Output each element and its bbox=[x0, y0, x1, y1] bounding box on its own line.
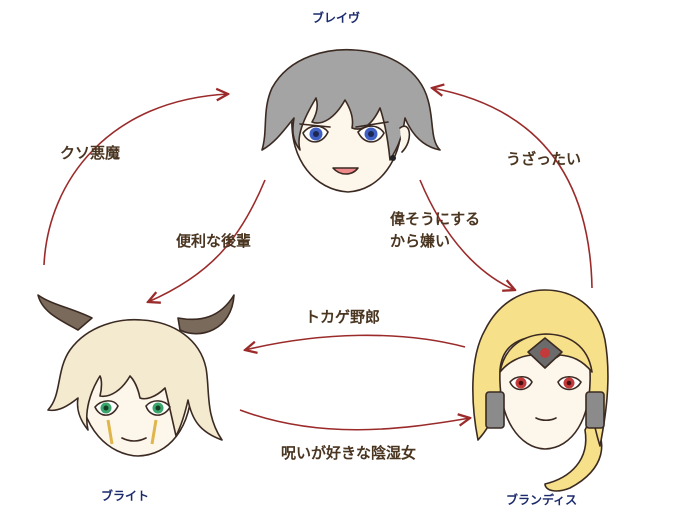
blandys-pupil-right bbox=[566, 380, 572, 386]
blaze-brow-right bbox=[355, 121, 389, 128]
arrow-blight-to-blandys bbox=[239, 409, 470, 431]
blandys-cuff-left bbox=[485, 391, 505, 429]
edge-label-blight-to-blandys: 呪いが好きな陰湿女 bbox=[281, 444, 416, 462]
blight-horn-right bbox=[177, 294, 235, 335]
edge-label-blandys-to-blight: トカゲ野郎 bbox=[305, 308, 380, 326]
blaze-pupil-left bbox=[313, 131, 319, 137]
character-blandys: ブランディス bbox=[472, 289, 609, 507]
blaze-hair bbox=[261, 48, 441, 161]
edge-label-blaze-to-blandys-line2: から嫌い bbox=[390, 232, 450, 250]
name-blaze: ブレイヴ bbox=[312, 10, 360, 25]
character-blaze: ブレイヴ bbox=[261, 10, 441, 193]
blandys-mouth bbox=[535, 417, 557, 422]
blight-pupil-right bbox=[155, 405, 161, 411]
blight-horn-left bbox=[37, 294, 93, 331]
arrow-blaze-to-blight bbox=[148, 179, 266, 302]
blandys-braid bbox=[544, 419, 603, 492]
arrow-blight-to-blaze bbox=[43, 94, 228, 266]
blaze-ear bbox=[399, 125, 411, 153]
name-blandys: ブランディス bbox=[506, 492, 577, 507]
blight-pupil-left bbox=[103, 405, 109, 411]
edge-label-blaze-to-blandys-line1: 偉そうにする bbox=[390, 210, 480, 228]
blaze-pupil-right bbox=[368, 131, 374, 137]
blight-mark-right bbox=[150, 419, 158, 445]
edge-label-blandys-to-blaze: うざったい bbox=[506, 150, 581, 168]
blaze-earring bbox=[390, 155, 396, 161]
blandys-jewel bbox=[540, 348, 550, 358]
blandys-cuff-right bbox=[585, 391, 605, 429]
name-blight: ブライト bbox=[101, 488, 149, 503]
edge-label-blight-to-blaze: クソ悪魔 bbox=[60, 144, 120, 162]
arrow-blandys-to-blight bbox=[245, 334, 466, 350]
character-blight: ブライト bbox=[37, 294, 235, 503]
blight-mark-left bbox=[106, 419, 114, 445]
arrow-blandys-to-blaze bbox=[432, 88, 593, 289]
blaze-brow-left bbox=[299, 123, 331, 128]
blandys-pupil-left bbox=[518, 380, 524, 386]
arrow-blaze-to-blandys bbox=[419, 179, 515, 290]
blaze-mouth bbox=[332, 167, 359, 175]
edge-label-blaze-to-blight: 便利な後輩 bbox=[176, 232, 251, 250]
blight-hair bbox=[47, 318, 223, 441]
blight-mouth bbox=[121, 437, 147, 442]
